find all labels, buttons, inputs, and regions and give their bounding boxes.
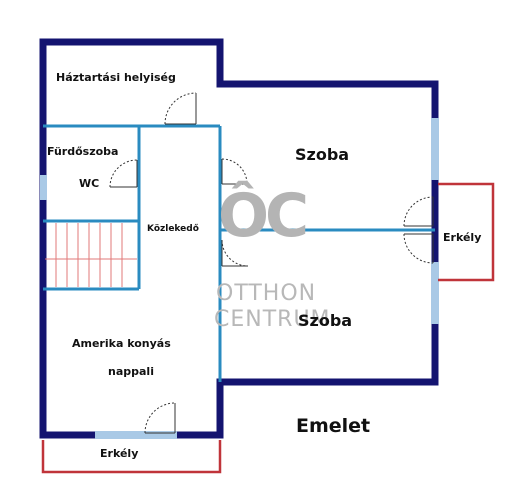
floor-label: Emelet bbox=[296, 415, 371, 437]
room-label-kozlekedo: Közlekedő bbox=[147, 224, 199, 234]
room-label-erkely-bottom: Erkély bbox=[100, 447, 139, 460]
room-label-amerika-line1: Amerika konyás bbox=[72, 337, 171, 350]
room-label-haztartasi: Háztartási helyiség bbox=[56, 71, 176, 84]
inner-walls bbox=[43, 124, 435, 382]
door-nappali-balcony bbox=[144, 402, 176, 434]
staircase bbox=[45, 223, 137, 287]
windows bbox=[40, 118, 439, 439]
room-label-szoba-upper: Szoba bbox=[295, 145, 350, 164]
room-label-amerika-line2: nappali bbox=[108, 365, 154, 378]
door-szoba-upper bbox=[221, 158, 248, 185]
room-label-szoba-lower: Szoba bbox=[298, 311, 353, 330]
door-balcony-lower bbox=[403, 233, 434, 264]
door-haztartasi bbox=[164, 92, 197, 125]
room-label-erkely-right: Erkély bbox=[443, 231, 482, 244]
watermark-line1: OTTHON bbox=[216, 281, 317, 306]
room-label-wc: WC bbox=[79, 177, 100, 190]
door-balcony-upper bbox=[403, 196, 434, 227]
watermark-line2: CENTRUM bbox=[214, 307, 331, 332]
doors bbox=[109, 92, 434, 434]
balconies bbox=[41, 182, 495, 474]
door-kozlekedo-lower bbox=[221, 239, 249, 267]
room-label-furdoszoba: Fürdőszoba bbox=[47, 145, 119, 158]
door-wc bbox=[109, 159, 138, 188]
watermark-logo: ÔC bbox=[218, 181, 309, 251]
